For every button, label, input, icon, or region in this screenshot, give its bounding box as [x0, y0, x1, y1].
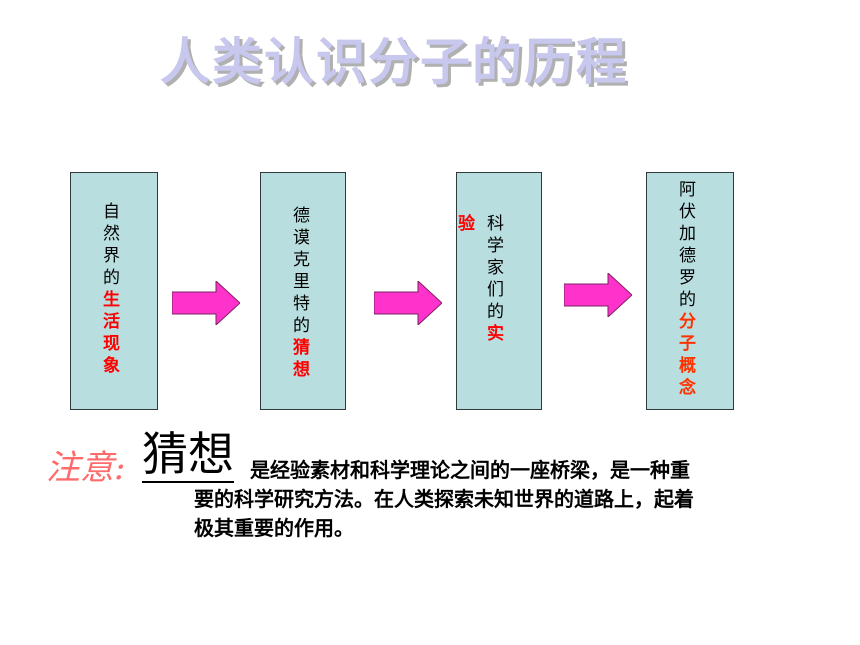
box-2-highlight-char: 猜 — [293, 338, 310, 358]
note-label: 注意: — [46, 448, 126, 488]
box-1-char: 自 — [103, 202, 120, 222]
box-4-char: 罗 — [679, 268, 696, 288]
box-3-char: 学 — [487, 236, 504, 256]
box-1-highlight-char: 生 — [103, 290, 120, 310]
history-box-2: 德 谟 克 里 特 的 猜 想 — [260, 172, 346, 410]
history-box-1: 自 然 界 的 生 活 现 象 — [70, 172, 158, 410]
box-4-highlight-char: 念 — [679, 378, 696, 398]
box-4-highlight-char: 分 — [679, 312, 696, 332]
history-box-3: 验 科 学 家 们 的 实 — [456, 172, 542, 410]
box-4-char: 阿 — [679, 180, 696, 200]
note-text: 是经验素材和科学理论之间的一座桥梁，是一种重 要的科学研究方法。在人类探索未知世… — [194, 456, 804, 543]
box-1-char: 界 — [103, 246, 120, 266]
arrow-right-icon — [172, 281, 240, 325]
box-4-text: 阿 伏 加 德 罗 的 分 子 概 念 — [679, 179, 696, 399]
box-4-char: 的 — [679, 290, 696, 310]
box-1-highlight-char: 现 — [103, 334, 120, 354]
note-keyword: 猜想 — [142, 427, 234, 483]
page-title: 人类认识分子的历程 — [160, 33, 628, 91]
box-3-char: 家 — [487, 258, 504, 278]
box-3-side-text: 验 — [458, 213, 475, 235]
box-3-char: 们 — [487, 280, 504, 300]
arrow-right-icon — [374, 281, 442, 325]
box-1-text: 自 然 界 的 生 活 现 象 — [103, 201, 120, 377]
box-4-char: 伏 — [679, 202, 696, 222]
box-3-side-char: 验 — [458, 214, 475, 234]
note-line-2: 要的科学研究方法。在人类探索未知世界的道路上，起着 — [194, 487, 694, 511]
box-1-char: 然 — [103, 224, 120, 244]
arrow-right-icon — [564, 273, 632, 317]
box-1-highlight-char: 活 — [103, 312, 120, 332]
box-4-highlight-char: 子 — [679, 334, 696, 354]
box-1-char: 的 — [103, 268, 120, 288]
box-2-char: 德 — [293, 206, 310, 226]
box-3-text: 科 学 家 们 的 实 — [487, 213, 504, 345]
box-2-text: 德 谟 克 里 特 的 猜 想 — [293, 205, 310, 381]
note-line-1: 是经验素材和科学理论之间的一座桥梁，是一种重 — [250, 458, 690, 482]
box-4-char: 加 — [679, 224, 696, 244]
box-2-highlight-char: 想 — [293, 360, 310, 380]
box-3-highlight-char: 实 — [487, 324, 504, 344]
box-2-char: 特 — [293, 294, 310, 314]
box-2-char: 里 — [293, 272, 310, 292]
box-2-char: 的 — [293, 316, 310, 336]
box-2-char: 克 — [293, 250, 310, 270]
note-line-3: 极其重要的作用。 — [194, 516, 354, 540]
box-3-char: 科 — [487, 214, 504, 234]
box-3-char: 的 — [487, 302, 504, 322]
history-box-4: 阿 伏 加 德 罗 的 分 子 概 念 — [646, 172, 734, 410]
box-2-char: 谟 — [293, 228, 310, 248]
box-4-char: 德 — [679, 246, 696, 266]
box-1-highlight-char: 象 — [103, 356, 120, 376]
box-4-highlight-char: 概 — [679, 356, 696, 376]
